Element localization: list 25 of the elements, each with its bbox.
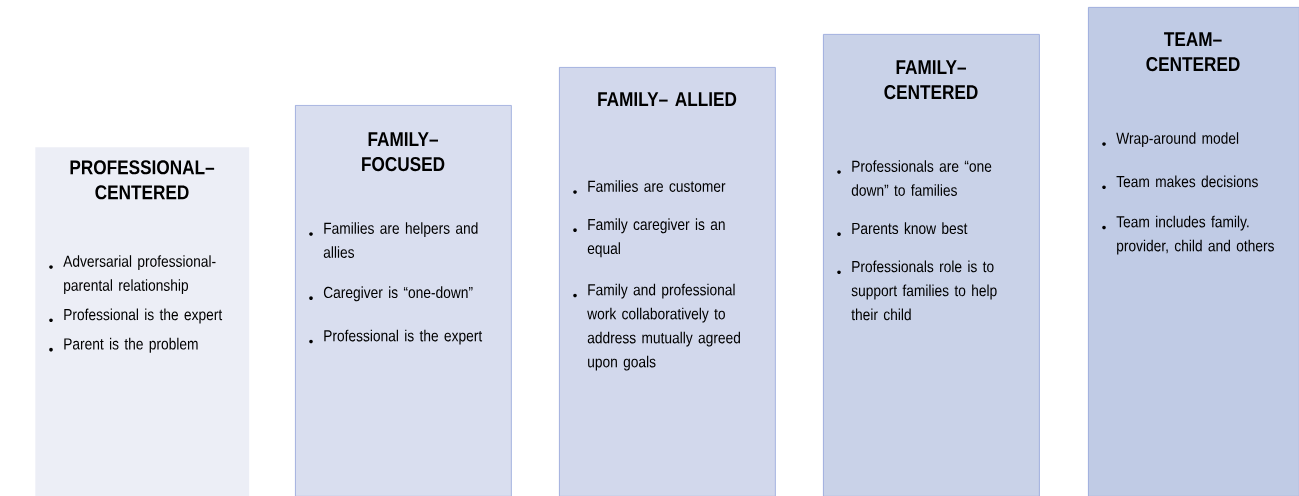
bullet-item: Parent is the problem xyxy=(64,337,198,353)
bullet-item: Professional is the expert xyxy=(324,329,483,345)
bullet-item: Professionals role is to support families to help their child xyxy=(851,260,997,321)
column-heading: FAMILY– FOCUSED xyxy=(362,132,445,172)
column-box xyxy=(1088,7,1299,496)
bullet-item: Family and professional work collaboratively to address mutually agreed upon goals xyxy=(587,283,740,371)
bullet-item: Wrap-around model xyxy=(1116,132,1239,148)
column-heading: FAMILY– CENTERED xyxy=(884,60,978,100)
column-heading: PROFESSIONAL– CENTERED xyxy=(70,160,215,200)
bullet-item: Professionals are “one down” to families xyxy=(851,160,992,196)
bullet-item: Caregiver is “one-down” xyxy=(323,286,473,302)
column-box xyxy=(823,34,1040,496)
bullet-item: Adversarial professional- parental relationship xyxy=(63,255,216,295)
column-heading: FAMILY– ALLIED xyxy=(598,92,737,106)
bullet-item: Family caregiver is an equal xyxy=(587,218,725,258)
bullet-item: Parents know best xyxy=(852,222,968,235)
column-box xyxy=(295,105,512,496)
column-box xyxy=(35,147,250,496)
bullet-item: Families are helpers and allies xyxy=(323,222,478,258)
column-heading: TEAM– CENTERED xyxy=(1146,32,1240,72)
bullet-item: Families are customer xyxy=(588,180,726,192)
bullet-item: Team makes decisions xyxy=(1116,175,1258,188)
bullet-item: Team includes family. provider, child and others xyxy=(1116,215,1274,255)
column-box xyxy=(559,67,776,496)
bullet-item: Professional is the expert xyxy=(64,308,223,324)
